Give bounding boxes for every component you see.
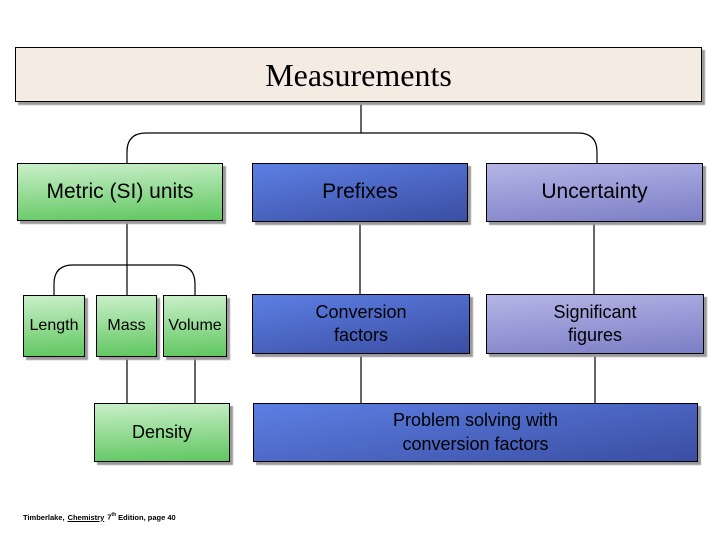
- node-label: Volume: [168, 317, 222, 334]
- node-conversion-factors: Conversion factors: [252, 294, 470, 354]
- node-density: Density: [94, 403, 230, 462]
- node-volume: Volume: [163, 295, 227, 357]
- citation-edition-ordinal: th: [111, 512, 117, 518]
- node-label: Length: [29, 317, 79, 334]
- connector-bracket-level2: [126, 132, 598, 163]
- node-label: Density: [131, 421, 193, 442]
- citation-author: Timberlake,: [23, 512, 65, 522]
- title-box: Measurements: [15, 47, 702, 102]
- node-label: Metric (SI) units: [46, 179, 194, 203]
- node-label: Problem solving with conversion factors: [392, 410, 559, 454]
- connector-bracket-level3: [53, 264, 196, 295]
- node-label: Uncertainty: [541, 180, 648, 204]
- node-prefixes: Prefixes: [252, 163, 468, 222]
- node-label: Conversion factors: [315, 301, 407, 345]
- node-significant-figures: Significant figures: [486, 294, 704, 354]
- citation-book-title: Chemistry: [67, 512, 105, 522]
- node-label: Prefixes: [322, 180, 398, 204]
- node-mass: Mass: [96, 295, 157, 357]
- citation-edition-number: 7: [107, 512, 112, 522]
- node-uncertainty: Uncertainty: [486, 163, 703, 222]
- node-label: Significant figures: [553, 301, 637, 345]
- slide-title: Measurements: [265, 56, 452, 93]
- node-length: Length: [23, 295, 85, 357]
- node-metric-si-units: Metric (SI) units: [17, 163, 223, 221]
- citation-rest: Edition, page 40: [118, 512, 176, 522]
- node-problem-solving: Problem solving with conversion factors: [253, 403, 698, 462]
- node-label: Mass: [107, 317, 146, 334]
